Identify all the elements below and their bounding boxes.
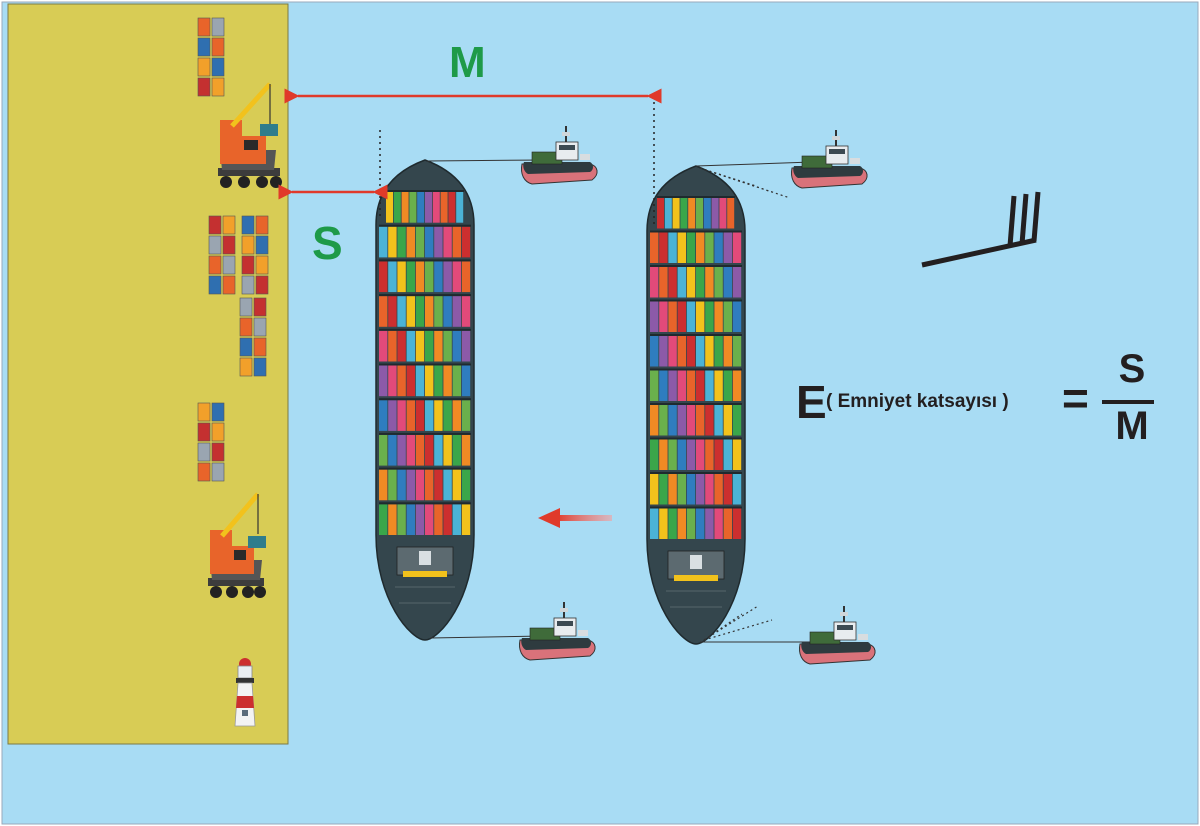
wind-barb-icon bbox=[921, 191, 1041, 268]
formula-description: ( Emniyet katsayısı ) bbox=[826, 391, 1009, 412]
container-ship-approaching bbox=[646, 165, 746, 645]
container-stack-icon bbox=[241, 215, 269, 295]
formula-denominator: M bbox=[1115, 404, 1149, 448]
tugboat-icon bbox=[791, 130, 868, 189]
tow-line bbox=[695, 161, 813, 167]
distance-label-m: M bbox=[449, 38, 486, 87]
fraction-bar bbox=[1102, 400, 1154, 404]
container-stack-icon bbox=[197, 17, 225, 97]
tugboat-icon bbox=[519, 602, 596, 661]
harbor-crane-icon bbox=[208, 492, 266, 598]
container-stack-icon bbox=[208, 215, 236, 295]
container-ship-moored bbox=[375, 159, 475, 641]
harbor-crane-icon bbox=[218, 82, 282, 188]
tow-line bbox=[429, 635, 545, 639]
tugboat-icon bbox=[799, 606, 876, 665]
container-stack-icon bbox=[197, 402, 225, 482]
formula-lhs: E bbox=[796, 376, 827, 428]
formula-numerator: S bbox=[1118, 347, 1146, 391]
container-stack-icon bbox=[239, 297, 267, 377]
lighthouse-icon bbox=[234, 658, 256, 727]
camera-view-lines bbox=[699, 167, 791, 641]
safety-factor-formula: E ( Emniyet katsayısı ) = S M bbox=[796, 347, 1156, 448]
movement-arrow bbox=[538, 508, 612, 528]
formula-equals: = bbox=[1062, 372, 1089, 424]
distance-label-s: S bbox=[312, 217, 343, 269]
tugboat-icon bbox=[521, 126, 598, 185]
tow-line bbox=[426, 159, 545, 162]
